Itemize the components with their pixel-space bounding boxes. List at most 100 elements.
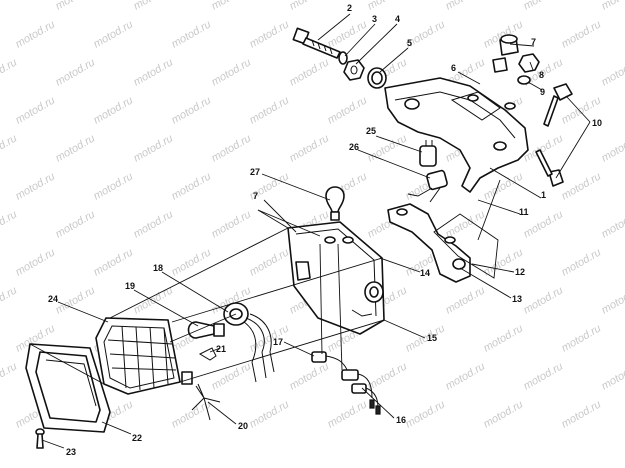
watermark-text: motod.ru: [560, 170, 604, 202]
watermark-text: motod.ru: [600, 132, 625, 164]
headlight-rim-part-22: [25, 343, 111, 433]
washer-part-3: [338, 51, 348, 65]
nut-part-8: [518, 53, 540, 73]
grommet-part-5: [367, 67, 387, 89]
callout-labels: 2 3 4 5 6 7 8 9 10 25 26 1 11 27 7 12 14…: [48, 3, 602, 457]
switch-part-25: [419, 140, 437, 167]
watermark-text: motod.ru: [132, 208, 176, 240]
watermark-text: motod.ru: [170, 398, 214, 430]
callout-4: 4: [395, 14, 400, 24]
callout-21: 21: [216, 344, 226, 354]
callout-7: 7: [253, 191, 258, 201]
watermark-text: motod.ru: [92, 18, 136, 50]
callout-25: 25: [366, 126, 376, 136]
watermark-text: motod.ru: [288, 360, 332, 392]
watermark-text: motod.ru: [444, 0, 488, 13]
headlight-lens-part-24: [95, 317, 193, 395]
callout-23: 23: [66, 447, 76, 457]
watermark-text: motod.ru: [600, 360, 625, 392]
callout-3: 3: [372, 14, 377, 24]
watermark-text: motod.ru: [482, 322, 526, 354]
nut-part-4: [343, 59, 365, 81]
watermark-text: motod.ru: [92, 246, 136, 278]
watermark-text: motod.ru: [560, 398, 604, 430]
bulb-part-19: [187, 321, 225, 339]
watermark-text: motod.ru: [0, 0, 19, 13]
callout-19: 19: [125, 281, 135, 291]
spring-part-20: [191, 383, 221, 421]
connector-part-16: [341, 369, 381, 415]
watermark-text: motod.ru: [210, 132, 254, 164]
watermark-text: motod.ru: [366, 360, 410, 392]
watermark-text: motod.ru: [522, 0, 566, 13]
watermark-text: motod.ru: [0, 360, 19, 392]
watermark-text: motod.ru: [600, 284, 625, 316]
watermark-text: motod.ru: [14, 246, 58, 278]
switch-part-26: [407, 169, 448, 203]
watermark-text: motod.ru: [600, 56, 625, 88]
callout-6: 6: [451, 63, 456, 73]
watermark-text: motod.ru: [14, 170, 58, 202]
watermark-text: motod.ru: [444, 284, 488, 316]
callout-11: 11: [519, 207, 529, 217]
callout-24: 24: [48, 294, 58, 304]
callout-17: 17: [273, 337, 283, 347]
watermark-text: motod.ru: [560, 246, 604, 278]
bolt-part-10: [535, 83, 573, 187]
watermark-text: motod.ru: [132, 0, 176, 13]
watermark-text: motod.ru: [170, 18, 214, 50]
watermark-text: motod.ru: [600, 0, 625, 13]
watermark-text: motod.ru: [210, 208, 254, 240]
washer-part-9: [517, 75, 531, 85]
callout-2: 2: [347, 3, 352, 13]
watermark-text: motod.ru: [132, 56, 176, 88]
watermark-text: motod.ru: [522, 284, 566, 316]
watermark-text: motod.ru: [170, 170, 214, 202]
watermark-text: motod.ru: [600, 208, 625, 240]
headlight-housing: [287, 221, 385, 335]
callout-15: 15: [427, 333, 437, 343]
callout-8: 8: [539, 70, 544, 80]
callout-10: 10: [592, 118, 602, 128]
watermark-text: motod.ru: [326, 94, 370, 126]
mounting-bracket: [384, 77, 529, 193]
assembly-lines: [29, 179, 501, 385]
callout-27: 27: [250, 167, 260, 177]
screw-part-23: [35, 428, 45, 449]
watermark-text: motod.ru: [210, 360, 254, 392]
callout-22: 22: [132, 433, 142, 443]
watermark-text: motod.ru: [210, 0, 254, 13]
clip-part-21: [198, 347, 217, 361]
watermark-text: motod.ru: [522, 360, 566, 392]
watermark-text: motod.ru: [326, 398, 370, 430]
watermark-text: motod.ru: [0, 208, 19, 240]
callout-18: 18: [153, 263, 163, 273]
watermark-text: motod.ru: [54, 132, 98, 164]
watermark-text: motod.ru: [288, 56, 332, 88]
bulb-part-27: [325, 186, 345, 221]
watermark-text: motod.ru: [444, 208, 488, 240]
watermark-text: motod.ru: [444, 360, 488, 392]
watermark-text: motod.ru: [288, 0, 332, 13]
watermark-text: motod.ru: [92, 94, 136, 126]
watermark-text: motod.ru: [366, 0, 410, 13]
watermark-text: motod.ru: [170, 94, 214, 126]
callout-7-top: 7: [531, 37, 536, 47]
watermark-text: motod.ru: [482, 398, 526, 430]
callout-5: 5: [407, 38, 412, 48]
lower-bracket-part-12: [387, 203, 471, 283]
watermark-text: motod.ru: [248, 94, 292, 126]
watermark-text: motod.ru: [366, 132, 410, 164]
watermark-text: motod.ru: [14, 18, 58, 50]
watermark-text: motod.ru: [404, 398, 448, 430]
watermark-text: motod.ru: [560, 18, 604, 50]
callout-26: 26: [349, 142, 359, 152]
watermark-text: motod.ru: [0, 56, 19, 88]
watermark-text: motod.ru: [54, 284, 98, 316]
watermark-text: motod.ru: [248, 398, 292, 430]
bolt-part-2: [292, 27, 341, 59]
callout-12: 12: [515, 267, 525, 277]
watermark-text: motod.ru: [0, 132, 19, 164]
watermark-text: motod.ru: [288, 132, 332, 164]
